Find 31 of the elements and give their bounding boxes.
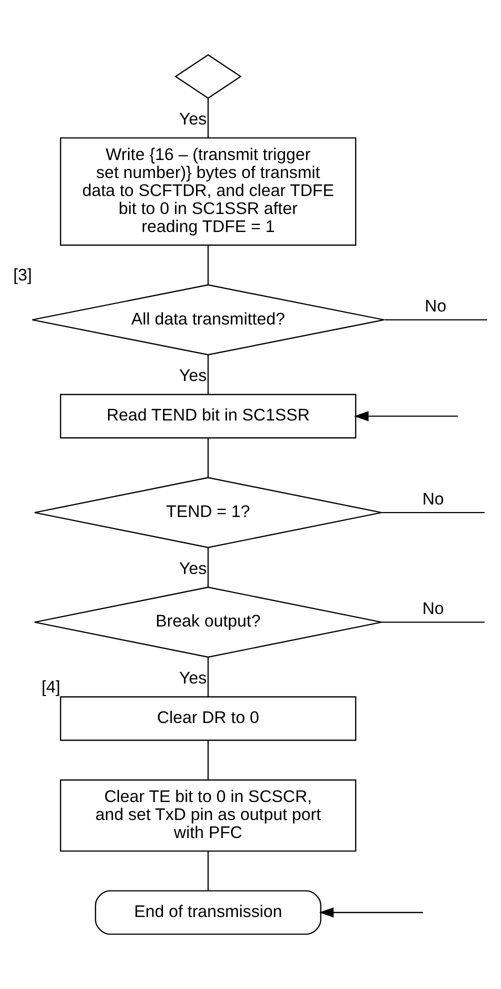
arrow bbox=[319, 907, 423, 918]
connector bbox=[208, 548, 209, 587]
node-label: [4] bbox=[42, 677, 60, 696]
edge-label: No bbox=[422, 598, 444, 618]
connector bbox=[208, 245, 209, 285]
connector bbox=[208, 851, 209, 890]
node-diamond: TEND = 1? bbox=[34, 477, 382, 548]
node-box: Read TEND bit in SC1SSR bbox=[60, 394, 356, 438]
node-box: Write {16 – (transmit trigger set number)} bytes of transmit data to SCFTDR, and clear TDFE bit to 0 in SC1SSR after reading TDFE = 1 bbox=[60, 137, 356, 246]
edge-label: No bbox=[422, 489, 444, 508]
node-box: Clear DR to 0 bbox=[60, 696, 356, 741]
connector bbox=[208, 98, 209, 138]
edge-label: Yes bbox=[179, 668, 207, 688]
node-diamond: All data transmitted? bbox=[32, 284, 385, 356]
connector bbox=[208, 657, 209, 696]
edge-label: Yes bbox=[179, 366, 207, 386]
connector bbox=[382, 512, 485, 514]
connector bbox=[208, 740, 209, 780]
node-diamond: Break output? bbox=[34, 586, 382, 658]
node-box: End of transmission bbox=[94, 890, 322, 935]
connector bbox=[384, 319, 488, 320]
connector bbox=[208, 354, 209, 394]
connector bbox=[208, 438, 209, 478]
node-diamond bbox=[174, 54, 242, 99]
connector bbox=[382, 622, 485, 623]
edge-label: Yes bbox=[179, 110, 207, 129]
edge-label: Yes bbox=[179, 558, 207, 578]
arrow bbox=[354, 411, 458, 422]
node-box: Clear TE bit to 0 in SCSCR, and set TxD pin as output port with PFC bbox=[60, 779, 356, 852]
edge-label: No bbox=[424, 296, 446, 316]
node-label: [3] bbox=[13, 265, 32, 284]
